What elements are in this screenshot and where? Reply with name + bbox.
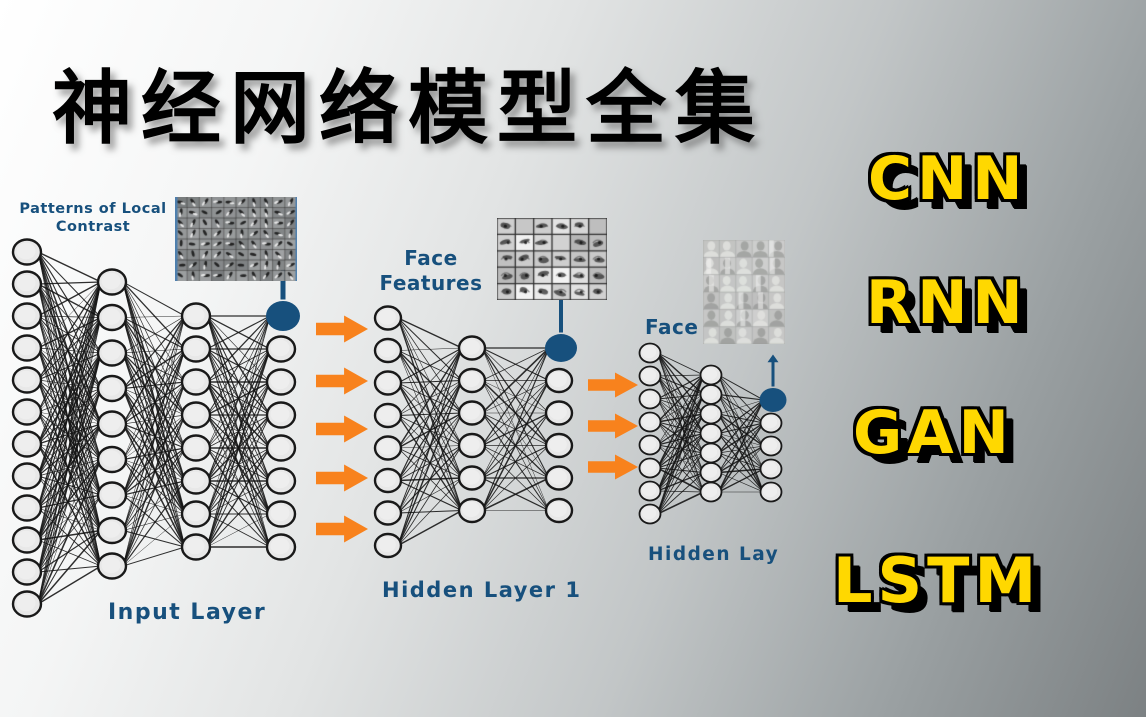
- annotation-face: Face: [645, 315, 699, 339]
- caption-hidden-layer-2: Hidden Lay: [648, 544, 780, 565]
- model-label-lstm: LSTM: [833, 544, 1042, 617]
- annotation-patterns-of-local-contrast: Patterns of Local Contrast: [19, 201, 167, 236]
- contrast-filters-image: [175, 197, 297, 281]
- model-label-rnn: RNN: [866, 268, 1028, 338]
- model-label-cnn: CNN: [868, 144, 1028, 214]
- caption-input-layer: Input Layer: [108, 600, 267, 625]
- model-label-gan: GAN: [853, 398, 1014, 468]
- caption-hidden-layer-1: Hidden Layer 1: [382, 578, 582, 602]
- face-features-image: [497, 218, 607, 300]
- page-title: 神经网络模型全集: [52, 62, 764, 155]
- annotation-face-features: Face Features: [379, 246, 483, 295]
- faces-image: [703, 240, 785, 344]
